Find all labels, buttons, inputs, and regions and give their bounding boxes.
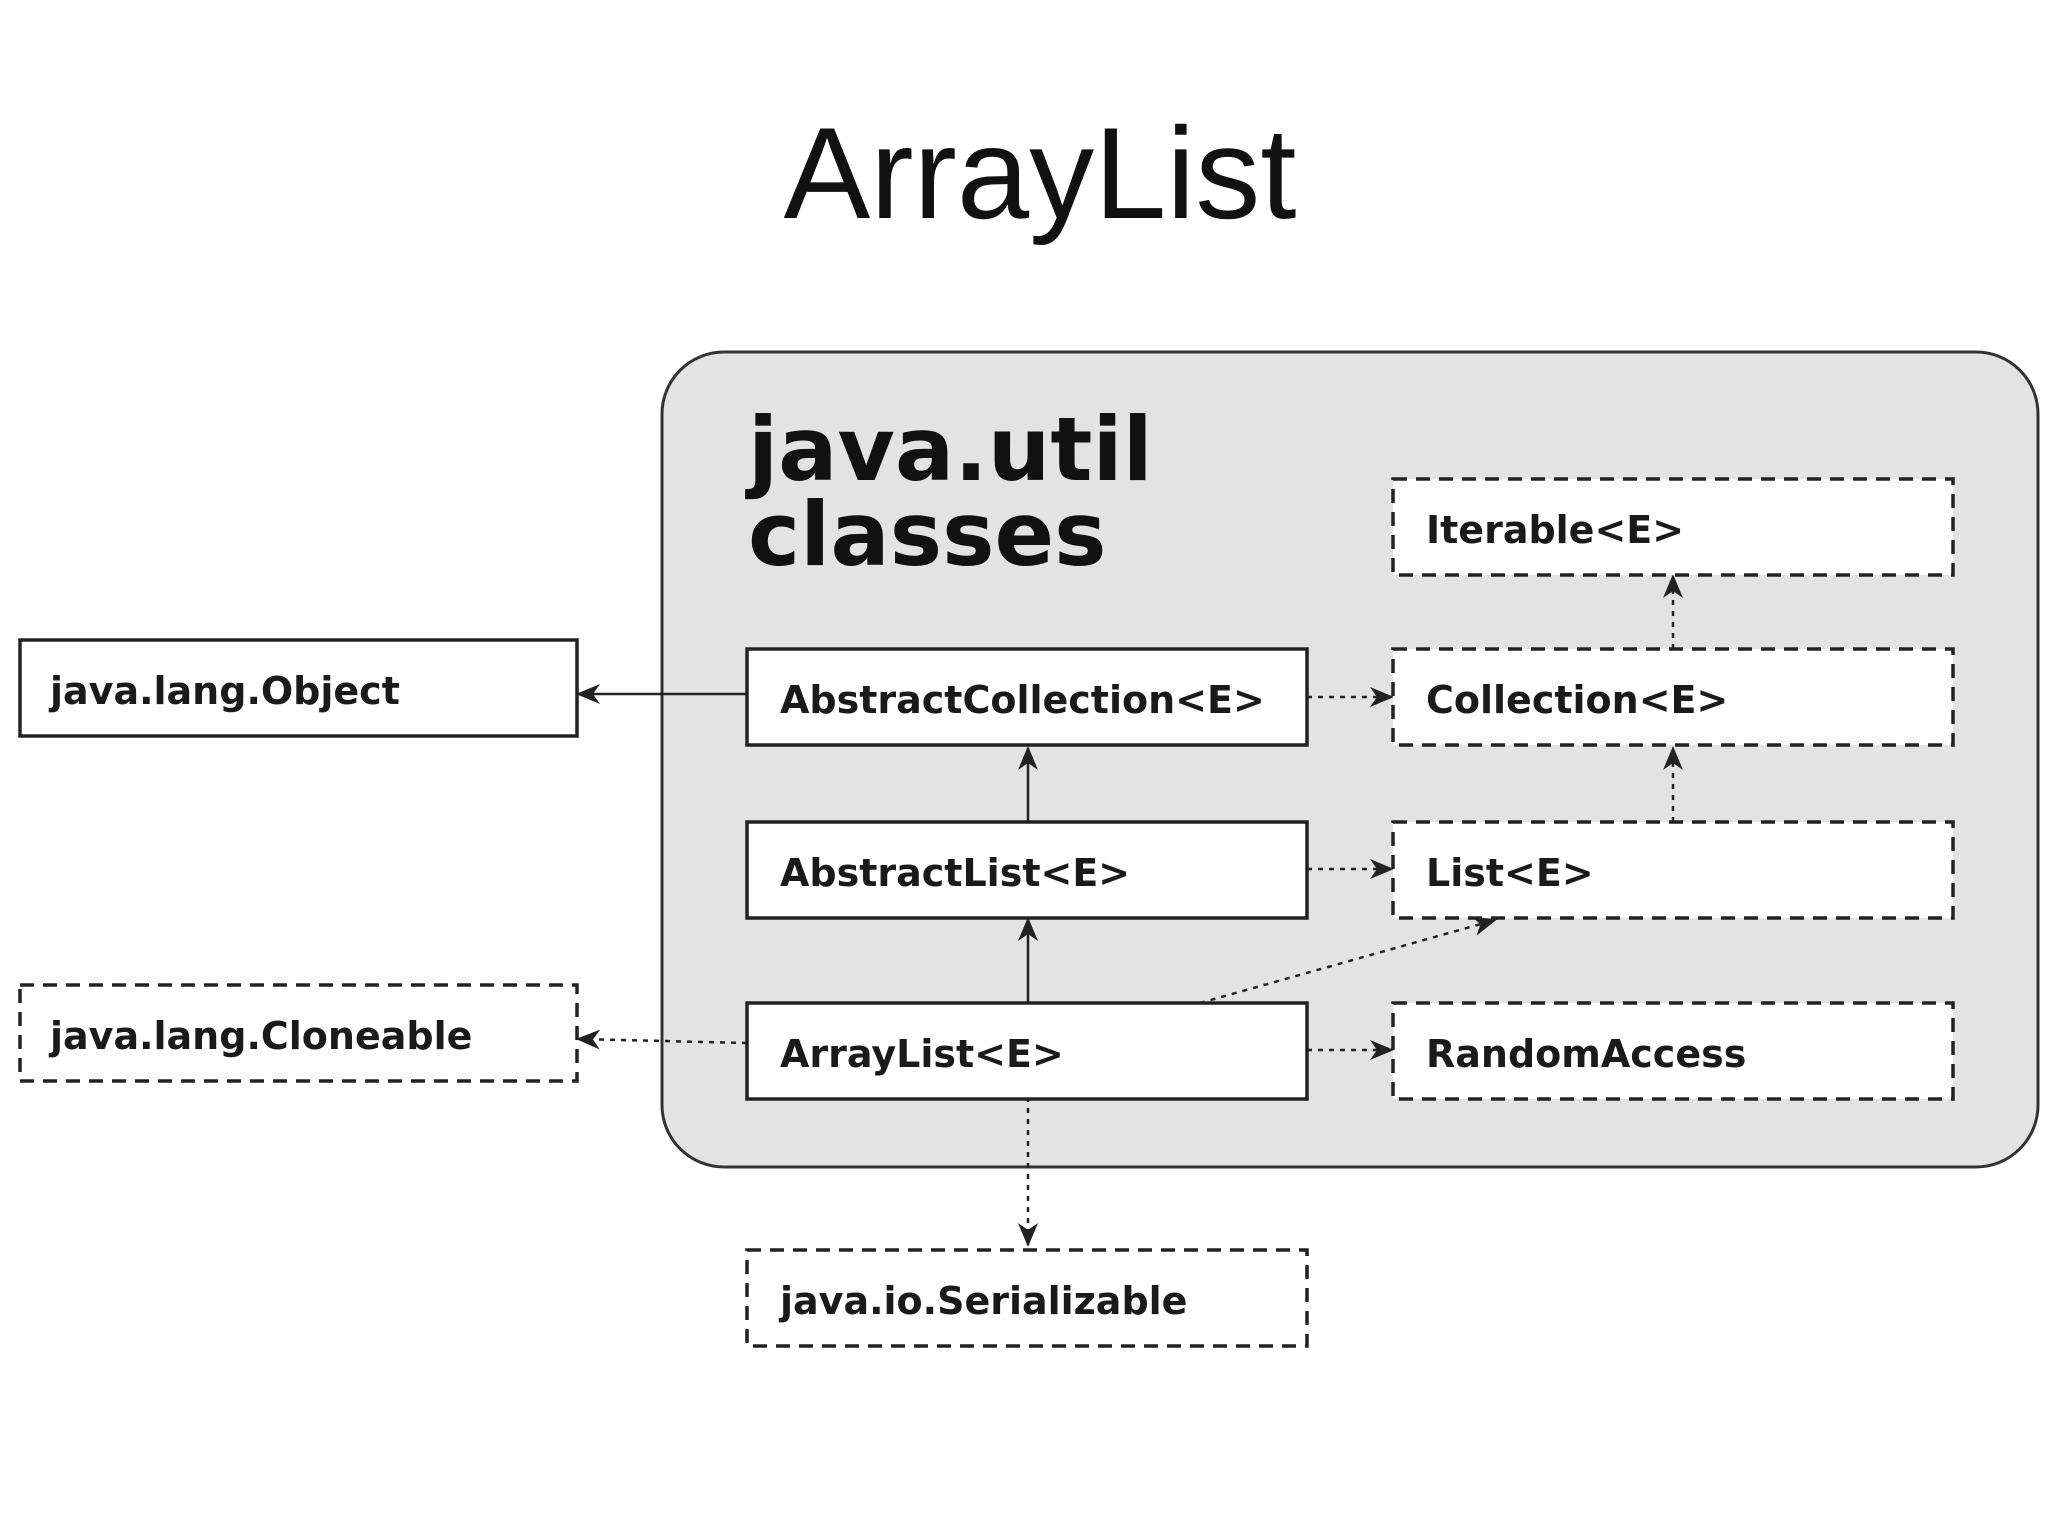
interface-label-iterable: Iterable<E>	[1426, 508, 1684, 552]
class-label-java-lang-object: java.lang.Object	[48, 669, 400, 713]
edge-arraylist-implements-list	[1199, 916, 1497, 1005]
package-label-line1: java.util	[745, 398, 1153, 501]
class-label-abstractlist: AbstractList<E>	[780, 851, 1130, 895]
interface-label-java-io-serializable: java.io.Serializable	[778, 1279, 1187, 1323]
interface-label-collection: Collection<E>	[1426, 678, 1728, 722]
diagram-title: ArrayList	[784, 100, 1297, 246]
interface-box-list: List<E>	[1391, 820, 1955, 920]
interface-label-java-lang-cloneable: java.lang.Cloneable	[48, 1014, 472, 1058]
class-box-abstractcollection: AbstractCollection<E>	[745, 647, 1309, 747]
interface-box-collection: Collection<E>	[1391, 647, 1955, 747]
class-label-arraylist: ArrayList<E>	[780, 1032, 1064, 1076]
interface-box-randomaccess: RandomAccess	[1391, 1001, 1955, 1101]
interface-box-iterable: Iterable<E>	[1391, 477, 1955, 577]
class-box-java-lang-object: java.lang.Object	[18, 638, 579, 738]
class-box-arraylist: ArrayList<E>	[745, 1001, 1309, 1101]
interface-box-java-lang-cloneable: java.lang.Cloneable	[18, 983, 579, 1083]
interface-label-list: List<E>	[1426, 851, 1594, 895]
class-box-abstractlist: AbstractList<E>	[745, 820, 1309, 920]
class-label-abstractcollection: AbstractCollection<E>	[780, 678, 1265, 722]
interface-box-java-io-serializable: java.io.Serializable	[745, 1248, 1309, 1348]
interface-label-randomaccess: RandomAccess	[1426, 1032, 1746, 1076]
package-label-line2: classes	[748, 483, 1107, 586]
